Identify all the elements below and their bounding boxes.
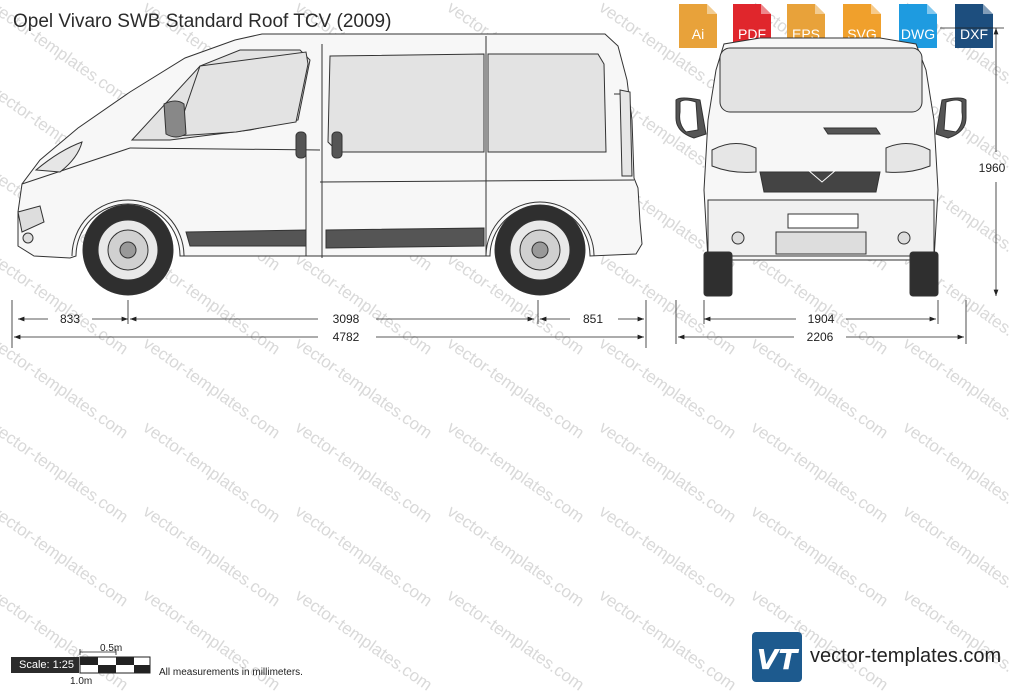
side-rub-strip: [185, 229, 307, 247]
svg-text:VT: VT: [757, 643, 800, 676]
dim-length: 4782: [333, 330, 360, 344]
dim-width: 1904: [808, 312, 835, 326]
side-view: [17, 33, 643, 296]
dim-wheelbase: 3098: [333, 312, 360, 326]
rear-wheel: [485, 201, 595, 296]
front-view: [675, 37, 967, 297]
front-wheel: [71, 199, 185, 296]
dim-front-overhang: 833: [60, 312, 80, 326]
scale-one-meter: 1.0m: [70, 676, 93, 687]
dwg-format-icon[interactable]: DWG: [896, 4, 940, 50]
measurement-note: All measurements in millimeters.: [159, 667, 303, 678]
front-left-tire: [703, 251, 733, 297]
front-number-plate: [787, 213, 859, 229]
dim-rear-overhang: 851: [583, 312, 603, 326]
scale-half-meter: 0.5m: [100, 643, 123, 654]
vt-logo-icon[interactable]: VT: [752, 632, 802, 682]
front-grille: [759, 171, 881, 193]
front-right-tire: [909, 251, 939, 297]
dim-height: 1960: [979, 161, 1006, 175]
dim-width-mirrors: 2206: [807, 330, 834, 344]
scale-bar: [79, 649, 151, 674]
svg-format-icon[interactable]: SVG: [840, 4, 884, 50]
brand-url[interactable]: vector-templates.com: [810, 645, 1002, 667]
dimension-lines: [11, 27, 1004, 348]
dxf-format-icon[interactable]: DXF: [952, 4, 996, 50]
ai-format-icon[interactable]: Ai: [676, 4, 720, 50]
scale-label: Scale: 1:25: [19, 659, 75, 671]
rear-window: [487, 53, 607, 153]
scale-label-box: [11, 657, 79, 673]
page-title: Opel Vivaro SWB Standard Roof TCV (2009): [13, 11, 392, 32]
sliding-window: [327, 53, 485, 153]
side-mirror: [163, 100, 187, 138]
format-icons: Ai PDF EPS SVG DWG DXF: [676, 4, 1006, 50]
front-windshield: [719, 47, 923, 113]
